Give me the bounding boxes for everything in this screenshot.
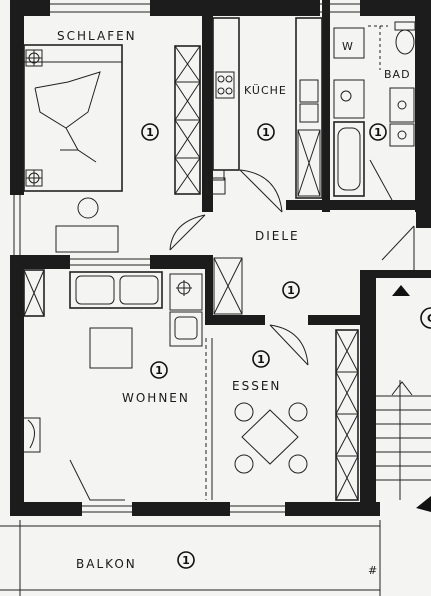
marker-diele: 1 [282, 281, 300, 299]
walls [10, 0, 431, 516]
marker-stairwell: G [420, 307, 431, 329]
washer-label: W [342, 40, 354, 53]
marker-balkon-text: 1 [182, 554, 190, 567]
dining-furniture [213, 257, 359, 501]
room-label-essen: ESSEN [232, 379, 281, 393]
marker-bad: 1 [369, 123, 387, 141]
stairwell [376, 225, 431, 512]
marker-wohnen: 1 [150, 361, 168, 379]
marker-diele-text: 1 [287, 284, 295, 297]
marker-balkon: 1 [177, 551, 195, 569]
marker-kueche: 1 [257, 123, 275, 141]
marker-essen: 1 [252, 350, 270, 368]
room-label-bad: BAD [384, 68, 411, 81]
room-label-balkon: BALKON [76, 557, 137, 571]
marker-bad-text: 1 [374, 126, 382, 139]
room-label-schlafen: SCHLAFEN [57, 29, 137, 43]
marker-schlafen-text: 1 [146, 126, 154, 139]
marker-wohnen-text: 1 [155, 364, 163, 377]
windows [13, 3, 360, 513]
room-label-wohnen: WOHNEN [122, 391, 190, 405]
living-furniture [21, 269, 213, 501]
balcony [0, 520, 381, 596]
room-label-diele: DIELE [255, 229, 300, 243]
bathroom-furniture [333, 21, 416, 201]
bedroom-furniture [23, 44, 206, 253]
marker-schlafen: 1 [141, 123, 159, 141]
marker-essen-text: 1 [257, 353, 265, 366]
marker-kueche-text: 1 [262, 126, 270, 139]
marker-stairwell-text: G [427, 312, 431, 325]
hash-symbol: # [368, 564, 378, 577]
kitchen-furniture [206, 17, 323, 213]
room-label-kueche: KÜCHE [244, 84, 287, 97]
